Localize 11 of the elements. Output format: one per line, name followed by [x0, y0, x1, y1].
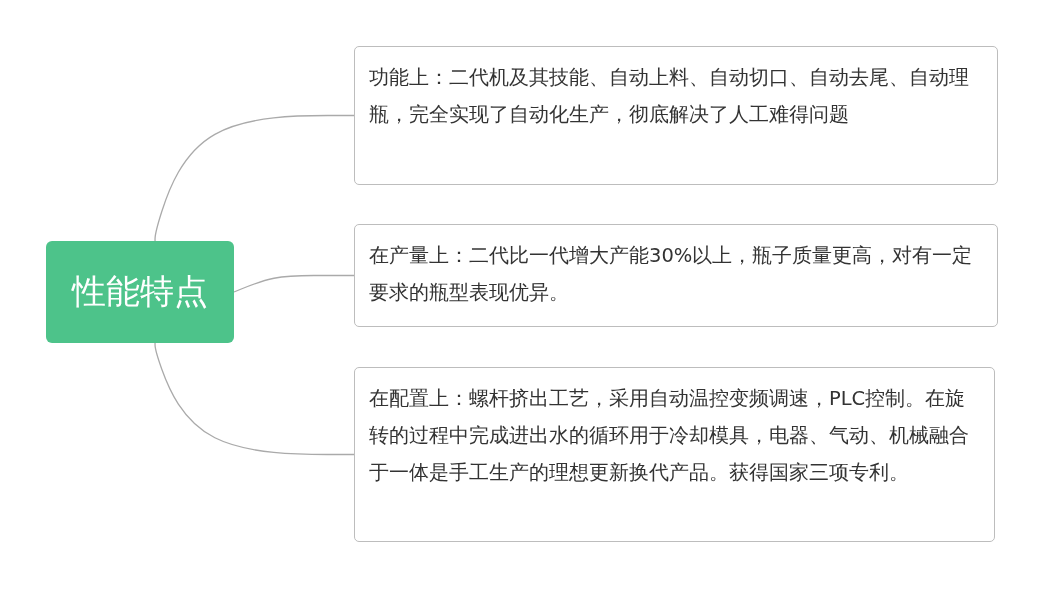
text-card — [354, 46, 998, 185]
connector-line — [233, 274, 355, 293]
topic-box — [46, 241, 234, 343]
connector-line — [154, 114, 355, 242]
card-text: 在配置上：螺杆挤出工艺，采用自动温控变频调速，PLC控制。在旋转的过程中完成进出水的循环用于冷却模具，电器、气动、机械融合于一体是手工生产的理想更新换代产品。获得国家三项专利。 — [369, 386, 970, 486]
card-text: 在产量上：二代比一代增大产能30%以上，瓶子质量更高，对有一定要求的瓶型表现优异。 — [369, 243, 974, 306]
text-card — [354, 367, 995, 542]
text-card — [354, 224, 998, 327]
card-text: 功能上：二代机及其技能、自动上料、自动切口、自动去尾、自动理瓶，完全实现了自动化生产，彻底解决了人工难得问题 — [369, 65, 970, 128]
topic-title: 性能特点 — [72, 270, 208, 313]
connector-line — [154, 342, 355, 456]
